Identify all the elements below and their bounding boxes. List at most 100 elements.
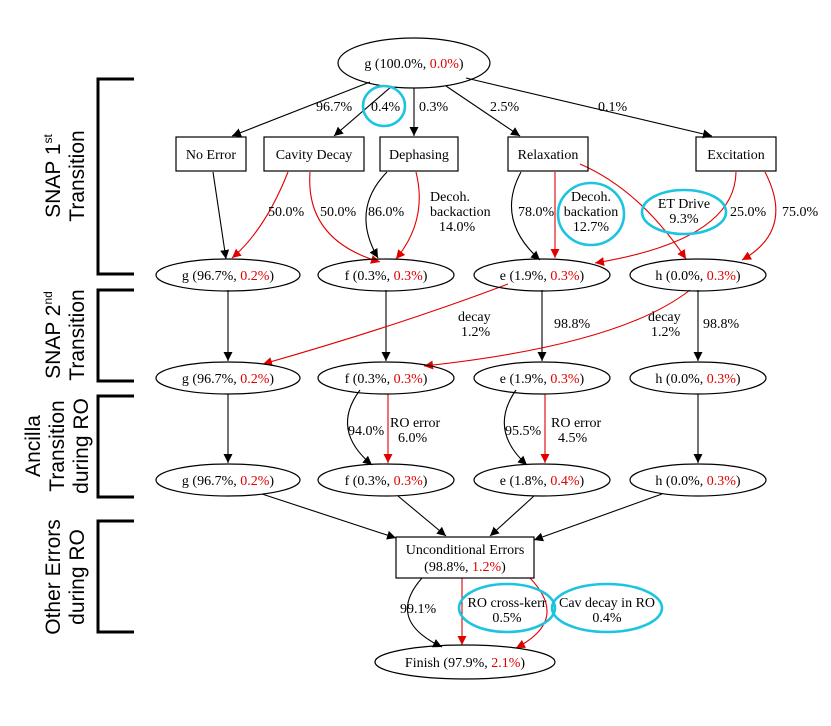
label-p-relaxation: 2.5% bbox=[490, 100, 520, 115]
edge-root-noerror bbox=[231, 81, 371, 137]
node-row2-h: h (0.0%, 0.3%) bbox=[629, 361, 767, 395]
node-row1-g: g (96.7%, 0.2%) bbox=[155, 258, 301, 292]
section-label-snap1: SNAP 1st Transition bbox=[41, 130, 89, 221]
svg-text:(98.8%, 1.2%): (98.8%, 1.2%) bbox=[424, 560, 506, 575]
highlight-et-drive bbox=[640, 188, 728, 236]
svg-text:Cavity Decay: Cavity Decay bbox=[276, 148, 353, 163]
label-e-stay: 98.8% bbox=[554, 317, 591, 332]
label-p-no-error: 96.7% bbox=[316, 100, 353, 115]
label-rel-red-3: 12.7% bbox=[573, 220, 610, 235]
svg-text:Transition: Transition bbox=[66, 289, 89, 380]
label-cavdecay-1: Cav decay in RO bbox=[559, 596, 655, 611]
label-e-black: 95.5% bbox=[505, 424, 542, 439]
bracket-other bbox=[96, 519, 134, 634]
label-p-cavity: 0.4% bbox=[371, 100, 401, 115]
edge-exc-e-red bbox=[594, 171, 737, 266]
svg-text:Excitation: Excitation bbox=[707, 148, 765, 163]
bracket-ancilla bbox=[96, 394, 134, 499]
bracket-snap2 bbox=[96, 288, 134, 383]
svg-text:g (100.0%, 0.0%): g (100.0%, 0.0%) bbox=[364, 57, 464, 72]
label-e-red-1: RO error bbox=[551, 416, 601, 431]
label-exc-e: 25.0% bbox=[730, 205, 767, 220]
edge-r3g-uncond bbox=[261, 493, 397, 540]
section-label-other: Other Errors during RO bbox=[42, 519, 89, 635]
svg-text:Transition: Transition bbox=[66, 130, 89, 221]
svg-text:Other Errors: Other Errors bbox=[42, 519, 65, 635]
label-e-decay-2: 1.2% bbox=[461, 325, 491, 340]
edge-dephasing-f-red bbox=[395, 171, 420, 260]
node-row2-g: g (96.7%, 0.2%) bbox=[155, 361, 301, 395]
svg-text:h (0.0%, 0.3%): h (0.0%, 0.3%) bbox=[655, 269, 741, 284]
svg-text:g (96.7%, 0.2%): g (96.7%, 0.2%) bbox=[182, 474, 275, 489]
edge-r2e-r3e-black bbox=[503, 389, 528, 466]
label-deph-red-3: 14.0% bbox=[439, 220, 476, 235]
svg-text:e (1.9%, 0.3%): e (1.9%, 0.3%) bbox=[500, 372, 585, 387]
section-label-ancilla: Ancilla Transition during RO bbox=[22, 398, 93, 494]
svg-text:f (0.3%, 0.3%): f (0.3%, 0.3%) bbox=[345, 269, 428, 284]
section-label-snap2: SNAP 2nd Transition bbox=[41, 289, 89, 380]
label-deph-black: 86.0% bbox=[368, 205, 405, 220]
label-rel-red-1: Decoh. bbox=[571, 190, 611, 205]
node-row3-f: f (0.3%, 0.3%) bbox=[317, 463, 455, 497]
node-row3-h: h (0.0%, 0.3%) bbox=[629, 463, 767, 497]
node-row1-f: f (0.3%, 0.3%) bbox=[317, 258, 455, 292]
edge-uncond-finish-red2 bbox=[515, 577, 548, 649]
svg-text:Finish (97.9%, 2.1%): Finish (97.9%, 2.1%) bbox=[405, 656, 526, 671]
svg-text:f (0.3%, 0.3%): f (0.3%, 0.3%) bbox=[345, 372, 428, 387]
node-root: g (100.0%, 0.0%) bbox=[337, 37, 491, 89]
edge-r1h-r2f-red bbox=[423, 289, 691, 370]
svg-text:e (1.9%, 0.3%): e (1.9%, 0.3%) bbox=[500, 269, 585, 284]
label-f-black: 94.0% bbox=[348, 424, 385, 439]
svg-text:h (0.0%, 0.3%): h (0.0%, 0.3%) bbox=[655, 372, 741, 387]
label-e-decay-1: decay bbox=[458, 310, 491, 325]
label-exc-h: 75.0% bbox=[782, 205, 819, 220]
edge-exc-h-red bbox=[741, 171, 777, 261]
edge-r3e-uncond bbox=[489, 495, 535, 537]
label-f-red-1: RO error bbox=[390, 416, 440, 431]
node-row1-h: h (0.0%, 0.3%) bbox=[629, 258, 767, 292]
svg-text:during RO: during RO bbox=[66, 529, 89, 625]
label-crosskerr-2: 0.5% bbox=[492, 611, 522, 626]
svg-text:during RO: during RO bbox=[70, 398, 93, 494]
node-row3-g: g (96.7%, 0.2%) bbox=[155, 463, 301, 497]
edge-root-relaxation bbox=[445, 85, 521, 137]
svg-text:Unconditional Errors: Unconditional Errors bbox=[406, 543, 525, 558]
svg-text:SNAP 1st: SNAP 1st bbox=[41, 134, 65, 218]
label-rel-red-2: backation bbox=[564, 205, 618, 220]
label-p-dephasing: 0.3% bbox=[419, 100, 449, 115]
edge-noerror-g bbox=[212, 171, 230, 260]
edge-relax-h-red bbox=[579, 163, 687, 260]
node-unconditional-errors: Unconditional Errors (98.8%, 1.2%) bbox=[395, 536, 535, 579]
edge-cavity-f bbox=[309, 171, 381, 264]
label-h-stay: 98.8% bbox=[703, 317, 740, 332]
node-row2-f: f (0.3%, 0.3%) bbox=[317, 361, 455, 395]
svg-text:Ancilla: Ancilla bbox=[22, 415, 45, 477]
node-finish: Finish (97.9%, 2.1%) bbox=[374, 644, 556, 680]
svg-text:g (96.7%, 0.2%): g (96.7%, 0.2%) bbox=[182, 372, 275, 387]
label-crosskerr-1: RO cross-kerr bbox=[468, 596, 547, 611]
highlight-cavdecay bbox=[550, 582, 664, 634]
highlight-cavity-prob bbox=[361, 84, 407, 128]
svg-text:Relaxation: Relaxation bbox=[518, 148, 579, 163]
node-cavity-decay: Cavity Decay bbox=[263, 136, 365, 172]
node-row2-e: e (1.9%, 0.3%) bbox=[473, 361, 611, 395]
label-h-decay-2: 1.2% bbox=[651, 325, 681, 340]
edge-r2f-r3f-black bbox=[346, 389, 373, 466]
node-no-error: No Error bbox=[175, 136, 247, 172]
svg-text:SNAP 2nd: SNAP 2nd bbox=[41, 291, 65, 379]
svg-text:e (1.8%, 0.4%): e (1.8%, 0.4%) bbox=[500, 474, 585, 489]
svg-text:Dephasing: Dephasing bbox=[389, 148, 449, 163]
svg-text:No Error: No Error bbox=[186, 148, 236, 163]
svg-text:Transition: Transition bbox=[46, 400, 69, 491]
node-row1-e: e (1.9%, 0.3%) bbox=[473, 258, 611, 292]
label-cav-black: 50.0% bbox=[320, 205, 357, 220]
highlight-crosskerr bbox=[457, 582, 557, 634]
edge-relax-e-black bbox=[510, 171, 541, 261]
svg-text:f (0.3%, 0.3%): f (0.3%, 0.3%) bbox=[345, 474, 428, 489]
edge-uncond-finish-black bbox=[406, 577, 443, 648]
edge-cavity-g bbox=[231, 171, 289, 259]
label-e-red-2: 4.5% bbox=[558, 431, 588, 446]
node-dephasing: Dephasing bbox=[379, 136, 459, 172]
label-h-decay-1: decay bbox=[648, 310, 681, 325]
node-excitation: Excitation bbox=[695, 136, 777, 172]
